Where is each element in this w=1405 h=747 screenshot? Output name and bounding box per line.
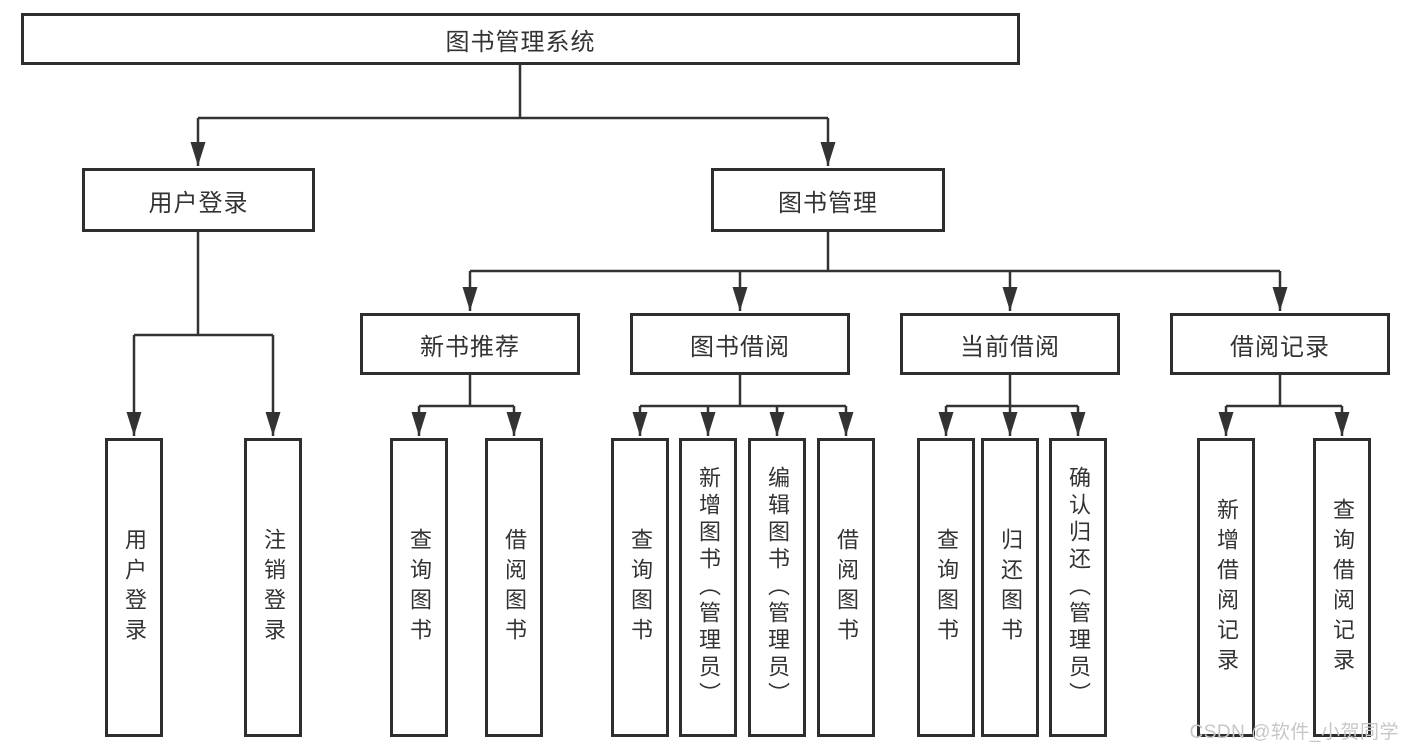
leaf-recommend-borrow-books: 借阅图书 (485, 438, 543, 737)
node-borrow-records: 借阅记录 (1170, 313, 1390, 375)
node-book-borrow: 图书借阅 (630, 313, 850, 375)
leaf-current-query-books: 查询图书 (917, 438, 975, 737)
leaf-current-return-books: 归还图书 (981, 438, 1039, 737)
leaf-borrow-query-books: 查询图书 (611, 438, 669, 737)
node-user-login: 用户登录 (82, 168, 315, 232)
leaf-current-confirm-return-admin: 确认归还（管理员） (1049, 438, 1107, 737)
leaf-records-add-record: 新增借阅记录 (1197, 438, 1255, 737)
leaf-records-query-record: 查询借阅记录 (1313, 438, 1371, 737)
node-new-book-recommend: 新书推荐 (360, 313, 580, 375)
node-root: 图书管理系统 (21, 13, 1020, 65)
leaf-recommend-query-books: 查询图书 (390, 438, 448, 737)
csdn-watermark: CSDN @软件_小贺同学 (1189, 722, 1399, 743)
node-current-borrow: 当前借阅 (900, 313, 1120, 375)
node-book-management: 图书管理 (711, 168, 945, 232)
leaf-logout: 注销登录 (244, 438, 302, 737)
leaf-borrow-add-books-admin: 新增图书（管理员） (679, 438, 737, 737)
leaf-user-login: 用户登录 (105, 438, 163, 737)
leaf-borrow-borrow-books: 借阅图书 (817, 438, 875, 737)
leaf-borrow-edit-books-admin: 编辑图书（管理员） (748, 438, 806, 737)
